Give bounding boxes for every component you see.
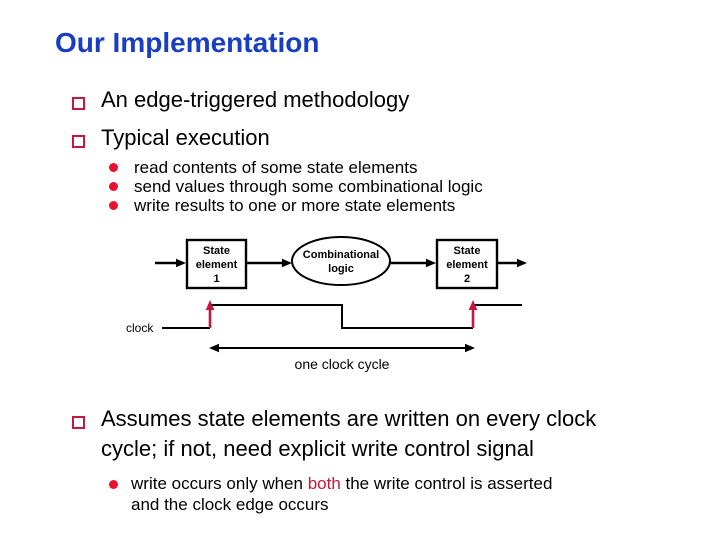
rising-edge-arrow-icons bbox=[205, 300, 478, 328]
subbullet-write-occurs-line2: and the clock edge occurs bbox=[131, 495, 329, 514]
clock-cycle-span-arrow bbox=[209, 343, 475, 353]
subbullet-send-values: send values through some combinational l… bbox=[134, 177, 483, 196]
square-bullet-icon bbox=[72, 416, 85, 429]
bullet-assumes: Assumes state elements are written on ev… bbox=[101, 404, 596, 464]
subbullet-write-occurs-line1: write occurs only when both the write co… bbox=[131, 473, 552, 494]
combinational-logic-label: Combinational logic bbox=[302, 249, 380, 275]
slide-title: Our Implementation bbox=[55, 27, 320, 58]
state-element-1-label: State element 1 bbox=[195, 245, 238, 285]
state-element-2-label: State element 2 bbox=[446, 245, 488, 285]
square-bullet-icon bbox=[72, 135, 85, 148]
square-bullet-icon bbox=[72, 97, 85, 110]
bullet-assumes-line2: cycle; if not, need explicit write contr… bbox=[101, 436, 534, 461]
write-occurs-post: the write control is asserted bbox=[340, 474, 553, 493]
both-emphasis: both bbox=[307, 474, 341, 493]
one-clock-cycle-label: one clock cycle bbox=[294, 356, 390, 372]
bullet-edge-triggered: An edge-triggered methodology bbox=[101, 87, 410, 112]
bullet-typical-execution: Typical execution bbox=[101, 125, 270, 150]
circle-bullet-icon bbox=[109, 163, 118, 172]
subbullet-write-occurs: write occurs only when both the write co… bbox=[131, 473, 552, 515]
write-occurs-pre: write occurs only when bbox=[131, 474, 308, 493]
clock-signal-label: clock bbox=[126, 321, 154, 335]
circle-bullet-icon bbox=[109, 182, 118, 191]
circle-bullet-icon bbox=[109, 480, 118, 489]
subbullet-write-results: write results to one or more state eleme… bbox=[134, 196, 456, 215]
bullet-assumes-line1: Assumes state elements are written on ev… bbox=[101, 406, 597, 431]
circle-bullet-icon bbox=[109, 201, 118, 210]
clock-waveform bbox=[162, 304, 522, 329]
subbullet-read-contents: read contents of some state elements bbox=[134, 158, 418, 177]
